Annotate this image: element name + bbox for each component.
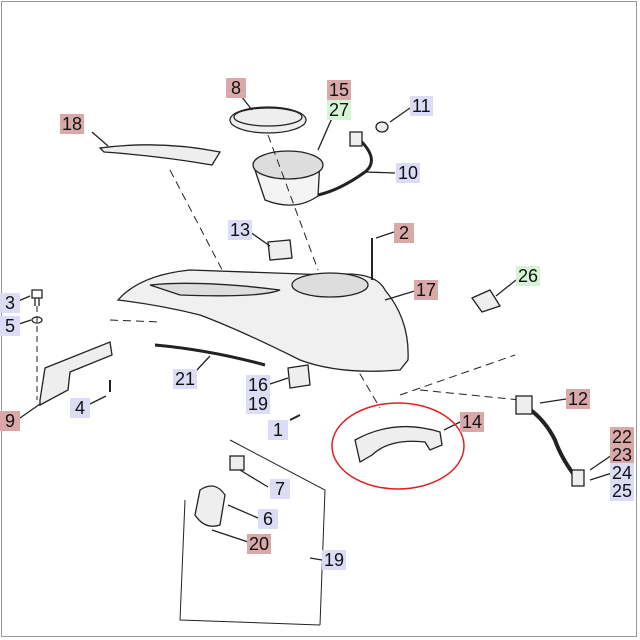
callout-1[interactable]: 1 [268, 420, 288, 440]
callout-10[interactable]: 10 [396, 163, 421, 183]
callout-19-lower[interactable]: 19 [322, 550, 347, 570]
part-26-clip [471, 289, 501, 313]
callout-20[interactable]: 20 [247, 534, 272, 554]
highlight-circle-14 [331, 402, 465, 490]
callout-14[interactable]: 14 [460, 412, 485, 432]
part-12-harness [526, 406, 580, 482]
part-11-grommet [375, 121, 389, 133]
callout-15[interactable]: 15 [327, 80, 352, 100]
part-1-screw [289, 414, 301, 421]
part-9-bracket [39, 341, 113, 407]
callout-19-upper[interactable]: 19 [246, 394, 271, 414]
part-10-cable [317, 138, 373, 197]
part-6-lever [194, 485, 226, 527]
part-21-strip [154, 343, 266, 367]
callout-8[interactable]: 8 [226, 78, 246, 98]
callout-2[interactable]: 2 [394, 223, 414, 243]
part-14-bracket [354, 425, 443, 464]
callout-27[interactable]: 27 [327, 100, 352, 120]
part-8-ring [229, 106, 307, 134]
part-13-clip [267, 239, 293, 261]
callout-22[interactable]: 22 [610, 427, 635, 447]
part-3-screw [31, 289, 43, 306]
callout-26[interactable]: 26 [516, 266, 541, 286]
callout-21[interactable]: 21 [173, 369, 198, 389]
callout-3[interactable]: 3 [0, 293, 20, 313]
callout-5[interactable]: 5 [0, 316, 20, 336]
callout-13[interactable]: 13 [228, 220, 253, 240]
part-18-trim [98, 144, 222, 166]
callout-11[interactable]: 11 [410, 96, 433, 116]
callout-16[interactable]: 16 [246, 375, 271, 395]
callout-7[interactable]: 7 [270, 479, 290, 499]
callout-9[interactable]: 9 [0, 411, 20, 431]
callout-4[interactable]: 4 [70, 398, 90, 418]
callout-6[interactable]: 6 [258, 509, 278, 529]
part-16-clip [287, 364, 311, 389]
callout-17[interactable]: 17 [414, 280, 439, 300]
callout-18[interactable]: 18 [60, 114, 85, 134]
callout-23[interactable]: 23 [610, 445, 635, 465]
callout-24[interactable]: 24 [610, 463, 635, 483]
part-7-cap [229, 455, 245, 471]
callout-25[interactable]: 25 [610, 481, 635, 501]
callout-12[interactable]: 12 [566, 389, 591, 409]
